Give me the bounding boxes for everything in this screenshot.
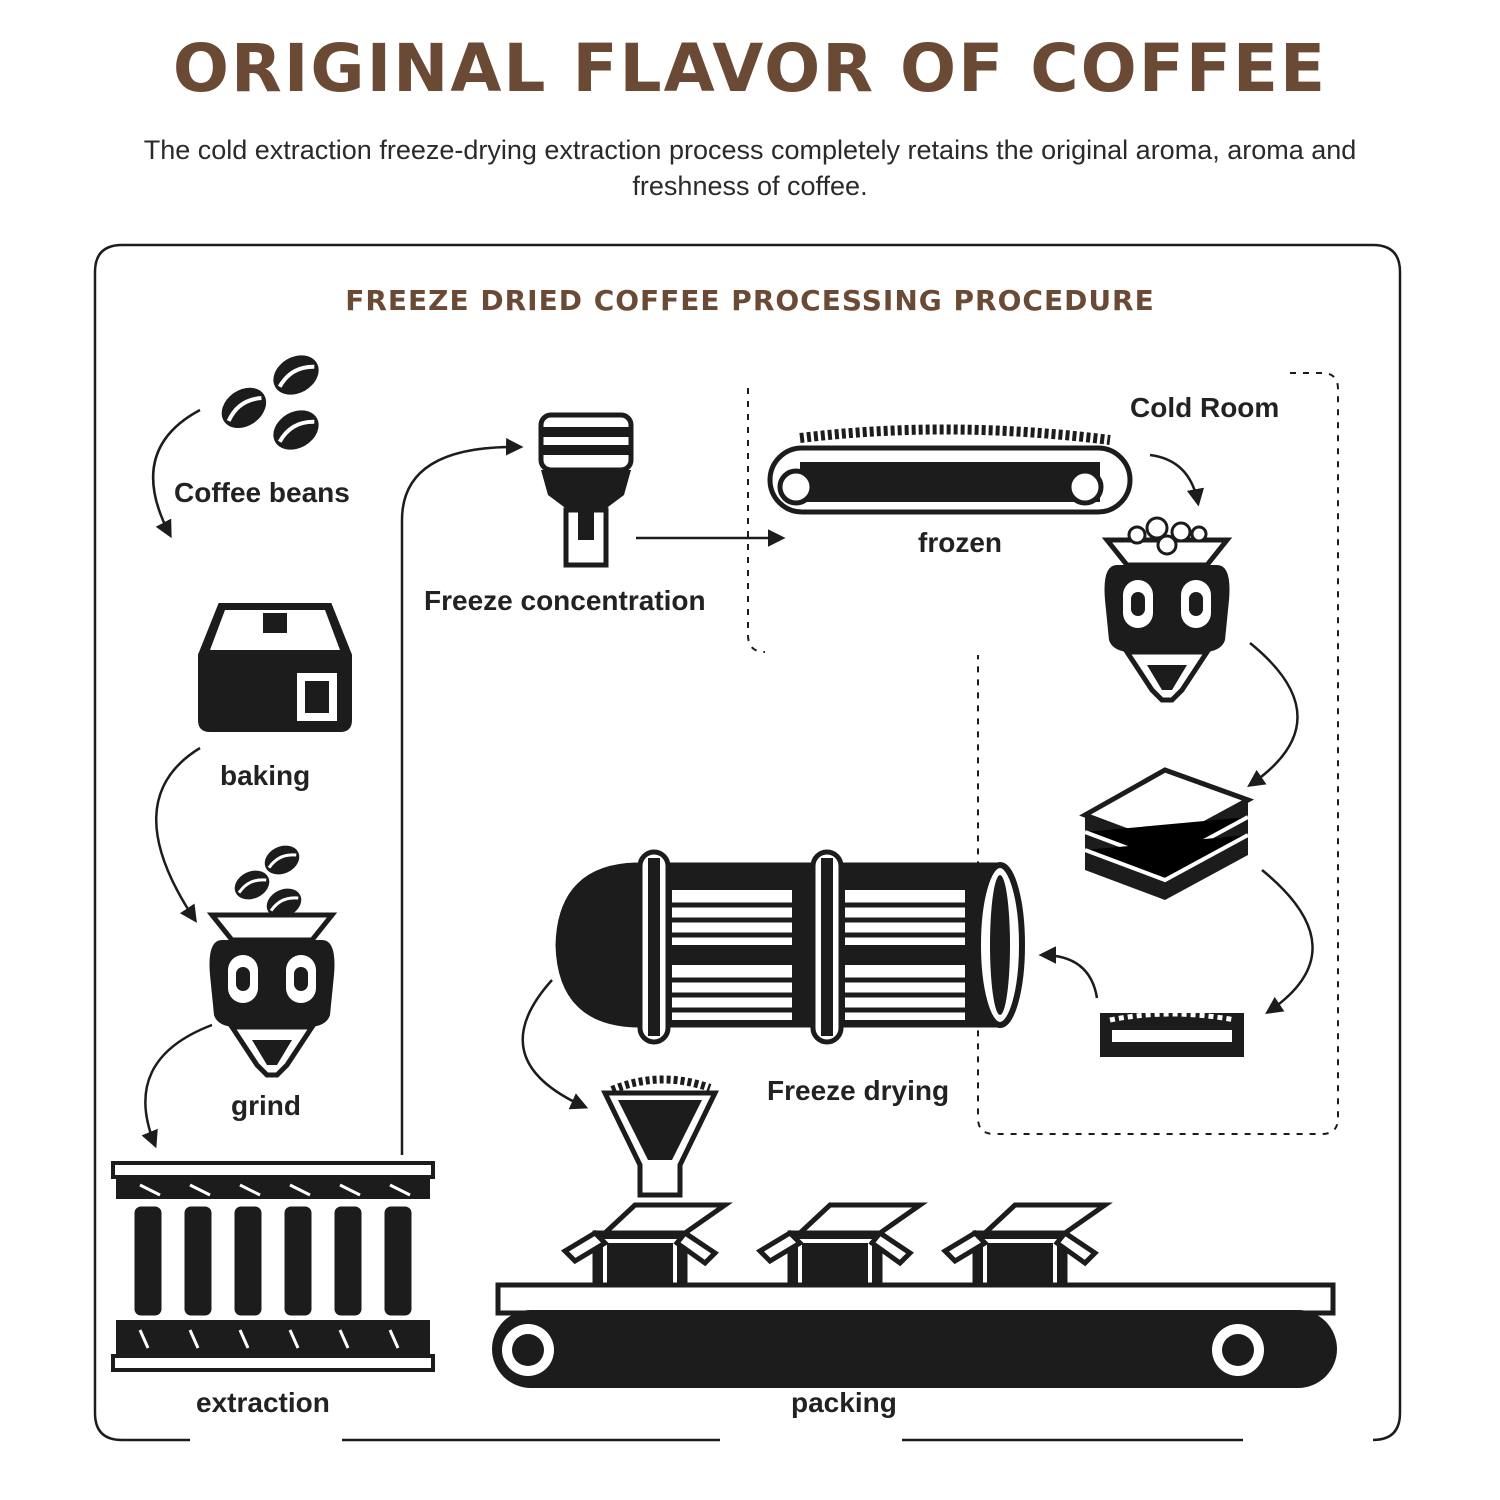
concentrator-icon <box>538 412 634 568</box>
stage-label-extraction: extraction <box>196 1387 330 1418</box>
arrow-grind-to-extraction <box>141 1023 213 1149</box>
tray-icon <box>1100 1011 1244 1057</box>
stage-label-packing: packing <box>791 1387 897 1418</box>
extraction-icon <box>111 1161 435 1372</box>
flow-arrows <box>141 408 1314 1155</box>
stage-label-grind: grind <box>231 1090 301 1121</box>
cold-room-boundary <box>747 372 1339 1135</box>
stage-label-frozen: frozen <box>918 527 1002 558</box>
packing-line-icon <box>492 1075 1337 1388</box>
roaster-icon <box>198 603 352 732</box>
freeze-dryer-icon <box>555 849 1025 1045</box>
arrow-tray-to-dryer <box>1038 946 1099 999</box>
arrow-extraction-to-concentration <box>400 438 524 1155</box>
frozen-block-icon <box>1079 767 1255 900</box>
stage-label-baking: baking <box>220 760 311 791</box>
coffee-beans-icon <box>211 345 328 460</box>
stage-label-coffee-beans: Coffee beans <box>174 477 350 508</box>
arrow-beans-to-baking <box>151 408 201 539</box>
frozen-conveyor-icon <box>767 424 1133 515</box>
cold-room-label: Cold Room <box>1130 392 1280 423</box>
arrow-frozen-to-cold-grinder <box>1149 453 1205 507</box>
diagram-title: FREEZE DRIED COFFEE PROCESSING PROCEDURE <box>345 284 1155 317</box>
stage-label-freeze-concentration: Freeze concentration <box>424 585 706 616</box>
cold-room-grinder-icon <box>1105 516 1230 700</box>
outer-frame <box>93 243 1402 1442</box>
arrow-grinder-to-block <box>1247 642 1299 787</box>
arrow-block-to-tray <box>1261 869 1314 1014</box>
grinder-icon <box>210 838 335 1075</box>
arrow-dryer-to-funnel <box>521 979 589 1110</box>
intro-text: The cold extraction freeze-drying extrac… <box>143 135 1357 201</box>
stage-label-freeze-drying: Freeze drying <box>767 1075 950 1106</box>
headline: ORIGINAL FLAVOR OF COFFEE <box>172 30 1328 107</box>
arrow-baking-to-grind <box>155 746 201 923</box>
